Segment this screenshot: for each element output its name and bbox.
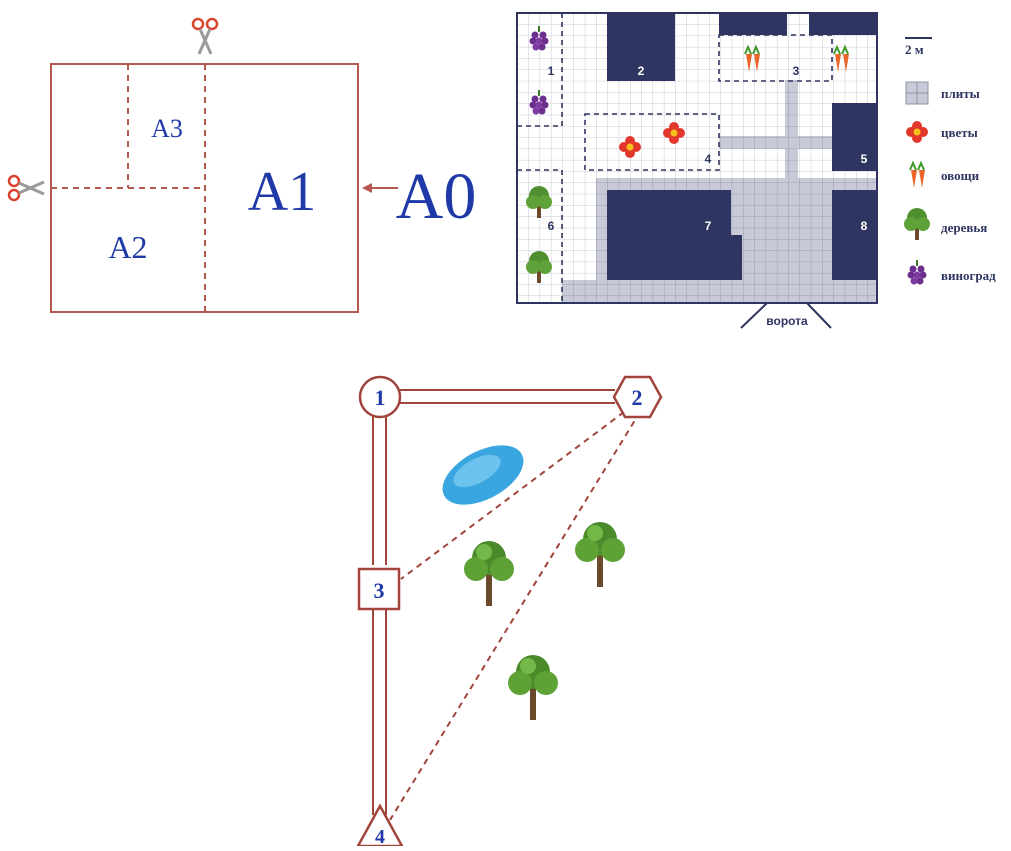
node-label: 2 [632, 385, 643, 410]
block-7 [607, 190, 742, 280]
arrow-icon [362, 183, 398, 193]
flower-icon [663, 122, 685, 144]
zone-outlines [517, 13, 833, 303]
plan-border [516, 12, 878, 304]
node-square: 3 [357, 567, 401, 611]
garden-plan-svg: ворота 1 2 3 4 5 6 7 8 [516, 12, 996, 329]
node-label: 1 [375, 385, 386, 410]
tree-icon [904, 208, 930, 240]
carrot-icon [744, 44, 760, 72]
label-a2: A2 [108, 229, 147, 265]
legend-label: плиты [941, 86, 980, 101]
tile-icon [905, 81, 929, 105]
label-a0: A0 [396, 160, 477, 233]
legend: 2 м плиты цветы овощи деревья [904, 37, 996, 285]
path-lines [372, 389, 615, 815]
zone-label: 3 [793, 64, 800, 78]
grape-icon [529, 26, 549, 51]
zone-label: 4 [705, 152, 712, 166]
scissors-icon [191, 17, 219, 55]
block-5 [832, 103, 877, 171]
zone-label: 8 [861, 219, 868, 233]
node-hexagon: 2 [612, 375, 663, 419]
tree-icon [575, 522, 625, 587]
paper-sizes-svg: A3 A2 A1 A0 [7, 17, 477, 313]
building-blocks [607, 13, 877, 280]
path-diagram: 1 2 3 4 [0, 360, 1011, 848]
legend-label: виноград [941, 268, 996, 283]
flower-icon [906, 121, 928, 143]
block-3-top [719, 13, 787, 35]
zone-label: 7 [705, 219, 712, 233]
label-a1: A1 [248, 161, 316, 223]
scissors-icon [7, 174, 45, 202]
legend-label: деревья [941, 220, 987, 235]
tree-icon [526, 251, 552, 283]
dashed-connections [389, 411, 641, 821]
gate: ворота [740, 302, 832, 329]
zone-label: 6 [548, 219, 555, 233]
flower-icon [619, 136, 641, 158]
garden-plan: ворота 1 2 3 4 5 6 7 8 [505, 0, 1011, 335]
gate-label: ворота [766, 314, 808, 328]
grape-icon [907, 260, 927, 285]
legend-scale: 2 м [905, 42, 924, 57]
legend-label: цветы [941, 125, 978, 140]
tree-icon [464, 541, 514, 606]
block-2 [607, 13, 675, 81]
grape-icon [529, 90, 549, 115]
paper-sizes-diagram: A3 A2 A1 A0 [0, 0, 500, 330]
tree-icon [526, 186, 552, 218]
tree-icon [508, 655, 558, 720]
node-circle: 1 [358, 375, 402, 419]
carrot-icon [909, 160, 925, 188]
node-label: 4 [375, 826, 385, 846]
node-triangle: 4 [355, 803, 405, 848]
carrot-icon [833, 44, 849, 72]
zone-label: 5 [861, 152, 868, 166]
legend-label: овощи [941, 168, 980, 183]
label-a3: A3 [151, 114, 183, 143]
path-diagram-svg: 1 2 3 4 [355, 375, 663, 848]
zone-label: 1 [548, 64, 555, 78]
pond-icon [442, 445, 524, 505]
node-label: 3 [374, 578, 385, 603]
block-8 [832, 190, 877, 280]
zone-label: 2 [638, 64, 645, 78]
block-3-top-right [809, 13, 877, 35]
